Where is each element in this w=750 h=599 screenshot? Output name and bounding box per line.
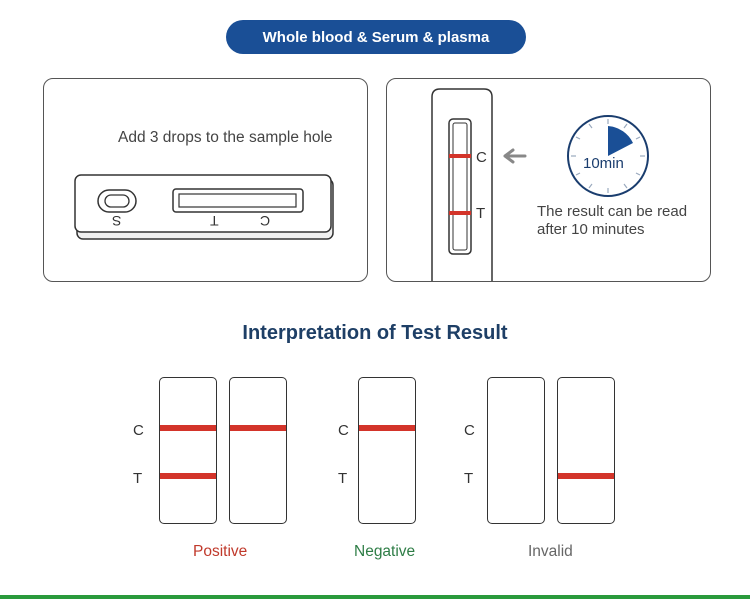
result-note-line2: after 10 minutes	[537, 221, 645, 238]
step1-panel: Add 3 drops to the sample hole S T C	[43, 78, 368, 282]
positive-t-label: T	[133, 470, 143, 487]
interpretation-title: Interpretation of Test Result	[242, 322, 508, 344]
invalid-c-label: C	[464, 422, 475, 439]
timer-icon	[567, 115, 649, 197]
negative-c-label: C	[338, 422, 349, 439]
invalid-strip-2	[557, 377, 615, 524]
positive-strip-2	[229, 377, 287, 524]
cassette-t-label: T	[210, 213, 219, 229]
arrow-icon	[503, 148, 527, 164]
step2-panel: C T 10min The result can be read after 1…	[386, 78, 711, 282]
invalid-t-label: T	[464, 470, 474, 487]
c-line	[359, 425, 415, 431]
t-line	[160, 473, 216, 479]
result-note: The result can be read after 10 minutes	[537, 203, 707, 239]
t-line	[558, 473, 614, 479]
sample-hole-label: S	[112, 213, 122, 229]
header-title: Whole blood & Serum & plasma	[262, 28, 490, 46]
bottom-rule	[0, 595, 750, 599]
negative-caption: Negative	[354, 543, 416, 560]
positive-caption: Positive	[193, 543, 248, 560]
closeup-t-line	[449, 211, 471, 215]
test-cassette	[74, 174, 334, 240]
negative-strip	[358, 377, 416, 524]
c-line	[230, 425, 286, 431]
positive-strip-1	[159, 377, 217, 524]
header-pill: Whole blood & Serum & plasma	[226, 20, 526, 54]
c-line	[160, 425, 216, 431]
result-note-line1: The result can be read	[537, 203, 688, 220]
closeup-t-label: T	[476, 205, 486, 222]
closeup-c-line	[449, 154, 471, 158]
invalid-strip-1	[487, 377, 545, 524]
positive-c-label: C	[133, 422, 144, 439]
cassette-c-label: C	[260, 213, 271, 229]
invalid-caption: Invalid	[528, 543, 573, 560]
closeup-c-label: C	[476, 149, 487, 166]
step1-instruction: Add 3 drops to the sample hole	[118, 129, 333, 146]
negative-t-label: T	[338, 470, 348, 487]
strip-closeup	[431, 88, 649, 281]
timer-label: 10min	[583, 155, 624, 172]
